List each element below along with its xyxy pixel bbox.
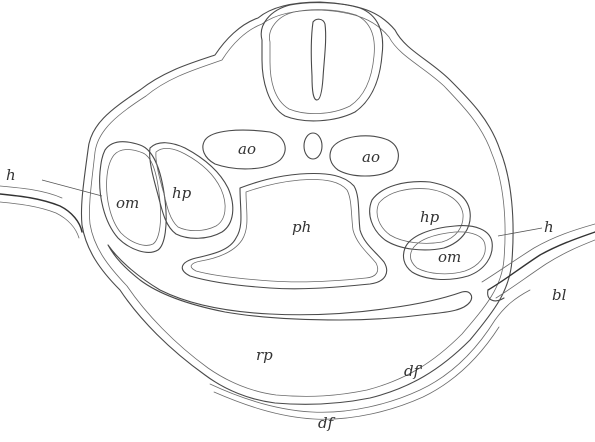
label-rp: rp [256, 346, 273, 364]
pharynx [182, 174, 386, 289]
label-hp-right: hp [420, 208, 440, 226]
leader-h-right [498, 228, 542, 236]
neural-tube [261, 3, 382, 121]
label-ao-right: ao [362, 148, 380, 166]
label-h-right: h [544, 218, 554, 236]
label-df-prime: df' [404, 362, 423, 380]
ventral-fold [108, 245, 472, 320]
body-outline [81, 2, 513, 404]
label-df: df [318, 414, 336, 432]
label-hp-left: hp [172, 184, 192, 202]
label-ao-left: ao [238, 140, 256, 158]
label-ph: ph [292, 218, 311, 236]
notochord [304, 133, 322, 159]
label-h-left: h [6, 166, 16, 184]
label-bl: bl [552, 286, 567, 304]
label-om-right: om [438, 248, 461, 266]
label-om-left: om [116, 194, 139, 212]
blastoderm-left [0, 186, 82, 238]
